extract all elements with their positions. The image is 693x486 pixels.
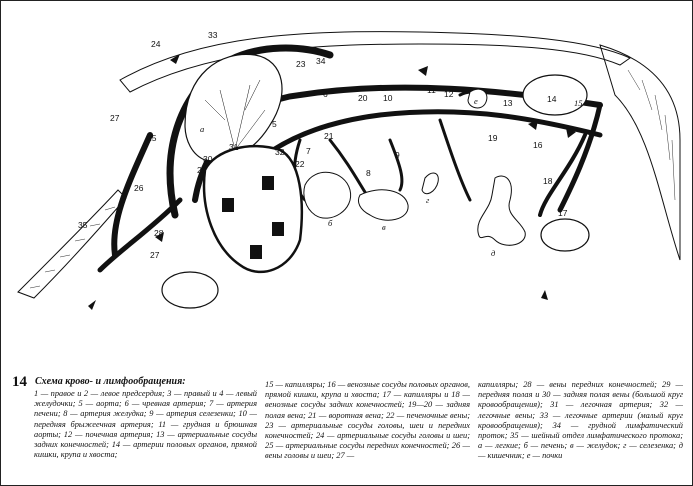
label-e: е <box>474 96 478 106</box>
label-34: 34 <box>316 56 326 66</box>
cervical-lymph-duct <box>17 189 127 299</box>
label-28: 28 <box>154 228 164 238</box>
spleen-g <box>421 172 439 195</box>
diagram-number-labels: 1 2 3 4 5 6 7 8 9 10 11 12 13 14 15 16 1… <box>78 30 583 260</box>
label-16: 16 <box>533 140 543 150</box>
label-10: 10 <box>383 93 393 103</box>
label-27-bottom: 27 <box>150 250 160 260</box>
label-19: 19 <box>488 133 498 143</box>
circulation-diagram: 1 2 3 4 5 6 7 8 9 10 11 12 13 14 15 16 1… <box>17 30 681 310</box>
liver-b <box>303 171 352 219</box>
label-11: 11 <box>427 85 436 95</box>
label-d: д <box>491 248 496 258</box>
label-7: 7 <box>306 146 311 156</box>
right-atrium <box>222 198 234 212</box>
label-31: 31 <box>229 142 239 152</box>
label-4: 4 <box>276 225 281 235</box>
intestine-d <box>477 175 526 246</box>
label-23: 23 <box>296 59 306 69</box>
hindquarter-band <box>599 44 681 261</box>
label-24: 24 <box>151 39 161 49</box>
label-32: 32 <box>275 147 285 157</box>
label-5: 5 <box>272 119 277 129</box>
label-20: 20 <box>358 93 368 103</box>
label-1: 1 <box>226 201 231 211</box>
label-15: 15 <box>574 98 583 108</box>
left-atrium <box>262 176 274 190</box>
heart <box>202 144 304 274</box>
label-27-top: 27 <box>110 113 120 123</box>
label-17: 17 <box>558 208 568 218</box>
stomach-v <box>357 189 409 221</box>
label-25: 25 <box>147 133 157 143</box>
label-18: 18 <box>543 176 553 186</box>
organs <box>303 88 526 246</box>
capillary-beds <box>161 74 590 309</box>
lungs-a <box>184 53 283 162</box>
label-3: 3 <box>254 248 259 258</box>
label-22: 22 <box>295 159 305 169</box>
label-2: 2 <box>265 179 270 189</box>
figure-number: 14 <box>12 374 27 390</box>
left-ventricle <box>272 222 284 236</box>
diagram-letter-labels: а б в г д е <box>200 96 496 258</box>
label-g: г <box>426 195 430 205</box>
figure-title: Схема крово- и лимфообращения: <box>35 376 186 387</box>
caption-column-1: 1 — правое и 2 — левое предсердия; 3 — п… <box>34 389 257 460</box>
flow-arrows <box>88 54 576 310</box>
label-v: в <box>382 222 386 232</box>
label-a: а <box>200 124 204 134</box>
label-12: 12 <box>444 89 454 99</box>
label-13: 13 <box>503 98 513 108</box>
label-14: 14 <box>547 94 557 104</box>
label-b: б <box>328 218 333 228</box>
duct-hatching <box>29 206 116 289</box>
label-26: 26 <box>134 183 144 193</box>
label-9: 9 <box>395 150 400 160</box>
label-33: 33 <box>208 30 218 40</box>
label-30: 30 <box>203 154 213 164</box>
label-6: 6 <box>323 89 328 99</box>
caption-column-3: капилляры; 28 — вены передних конечносте… <box>478 380 683 461</box>
label-35: 35 <box>78 220 88 230</box>
label-21: 21 <box>324 131 334 141</box>
caption-column-2: 15 — капилляры; 16 — венозные сосуды пол… <box>265 380 470 461</box>
label-8: 8 <box>366 168 371 178</box>
right-ventricle <box>250 245 262 259</box>
label-29: 29 <box>197 165 207 175</box>
kidney-e <box>467 88 488 109</box>
